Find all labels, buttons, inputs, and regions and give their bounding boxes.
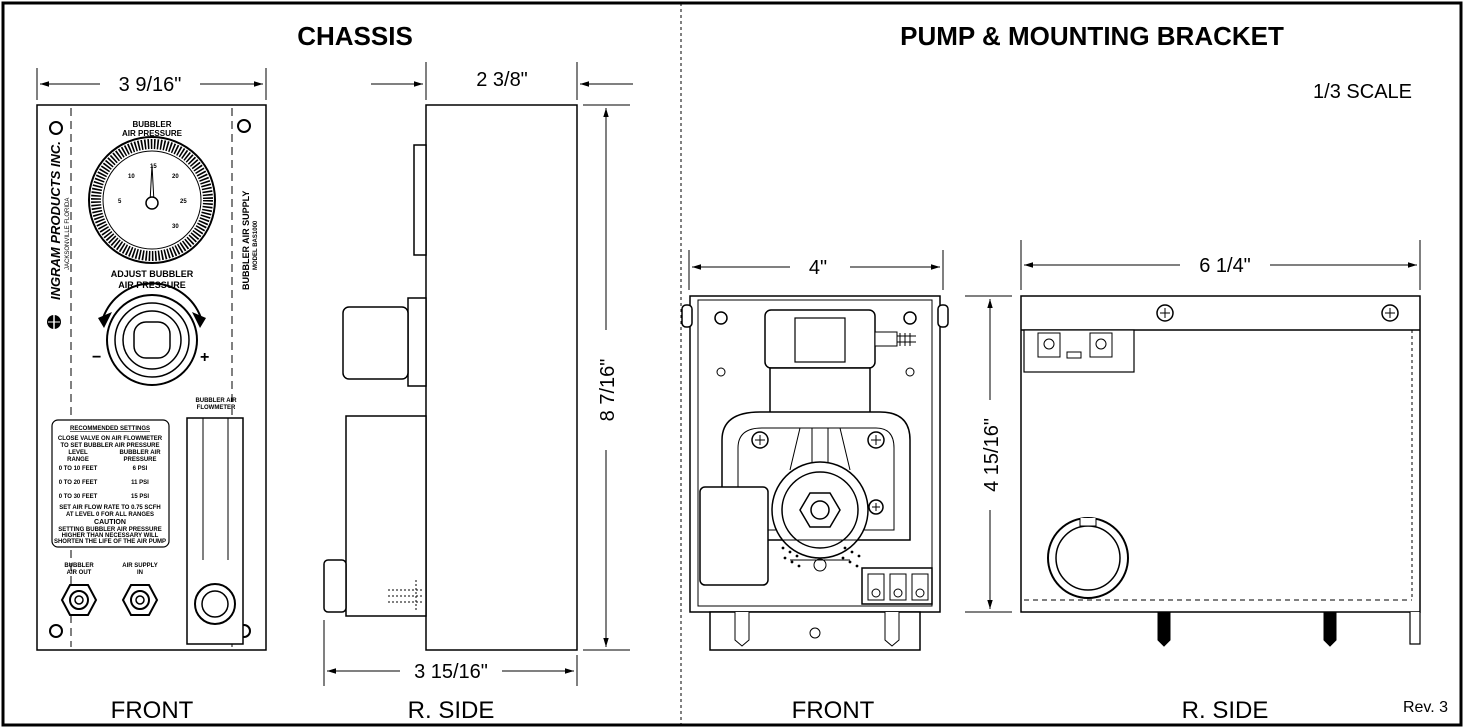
svg-text:SHORTEN THE LIFE OF THE AIR PU: SHORTEN THE LIFE OF THE AIR PUMP (54, 539, 166, 545)
svg-text:SETTING BUBBLER AIR PRESSURE: SETTING BUBBLER AIR PRESSURE (58, 527, 161, 533)
svg-text:10: 10 (128, 174, 135, 180)
svg-text:CLOSE VALVE ON AIR FLOWMETER: CLOSE VALVE ON AIR FLOWMETER (58, 436, 163, 442)
company-logo-icon (47, 315, 61, 329)
chassis-front-view: 3 9/16" BUBBLER AIR PRESSURE 5 10 15 20 … (36, 68, 267, 724)
svg-text:IN: IN (137, 570, 143, 576)
chassis-depth-dim: 3 15/16" (414, 661, 488, 683)
svg-text:RECOMMENDED SETTINGS: RECOMMENDED SETTINGS (70, 426, 150, 432)
air-out-port: BUBBLER AIR OUT (60, 563, 98, 616)
revision-label: Rev. 3 (1403, 699, 1448, 716)
svg-text:HIGHER THAN NECESSARY WILL: HIGHER THAN NECESSARY WILL (62, 533, 159, 539)
company-name: INGRAM PRODUCTS INC. (48, 141, 63, 300)
pump-side-view: 4 15/16" 6 1/4" R. SIDE (965, 240, 1421, 724)
svg-text:25: 25 (180, 199, 187, 205)
air-flowmeter: BUBBLER AIR FLOWMETER (186, 398, 244, 645)
svg-text:0 TO 10 FEET: 0 TO 10 FEET (59, 466, 98, 472)
pump-front-label: FRONT (792, 697, 875, 724)
product-name: BUBBLER AIR SUPPLY (241, 191, 251, 290)
svg-text:AIR OUT: AIR OUT (67, 570, 92, 576)
svg-text:0 TO 20 FEET: 0 TO 20 FEET (59, 480, 98, 486)
svg-text:AT LEVEL 0 FOR ALL RANGES: AT LEVEL 0 FOR ALL RANGES (66, 512, 154, 518)
chassis-side-label: R. SIDE (408, 697, 495, 724)
chassis-side-view: 2 3/8" 8 7/16" 3 15/16" R. SIDE (323, 62, 633, 724)
pump-front-view: 4" (681, 250, 949, 724)
pump-width-dim: 4" (809, 257, 827, 279)
pump-title: PUMP & MOUNTING BRACKET (900, 21, 1284, 51)
svg-text:11 PSI: 11 PSI (131, 480, 149, 486)
svg-text:BUBBLER: BUBBLER (64, 563, 94, 569)
chassis-width-dim: 3 9/16" (119, 74, 182, 96)
svg-text:5: 5 (118, 199, 122, 205)
svg-text:RANGE: RANGE (67, 457, 89, 463)
svg-text:+: + (200, 349, 209, 366)
company-city: JACKSONVILLE FLORIDA (65, 198, 71, 270)
svg-text:AIR SUPPLY: AIR SUPPLY (122, 563, 157, 569)
pump-side-label: R. SIDE (1182, 697, 1269, 724)
svg-text:−: − (92, 349, 101, 366)
pump-depth-dim: 6 1/4" (1199, 255, 1251, 277)
pressure-gauge: 5 10 15 20 25 30 (88, 136, 216, 264)
svg-text:TO SET BUBBLER AIR PRESSURE: TO SET BUBBLER AIR PRESSURE (60, 443, 159, 449)
scale-label: 1/3 SCALE (1313, 81, 1412, 103)
svg-text:CAUTION: CAUTION (94, 519, 126, 526)
adjust-label-2: AIR PRESSURE (118, 280, 186, 290)
adjust-label: ADJUST BUBBLER (111, 269, 194, 279)
chassis-height-dim: 8 7/16" (597, 359, 619, 422)
pump-height-dim: 4 15/16" (981, 418, 1003, 492)
recommended-settings-label: RECOMMENDED SETTINGS CLOSE VALVE ON AIR … (51, 419, 170, 548)
svg-text:0 TO 30 FEET: 0 TO 30 FEET (59, 494, 98, 500)
svg-text:BUBBLER AIR: BUBBLER AIR (119, 450, 161, 456)
svg-text:SET AIR FLOW RATE TO 0.75 SCFH: SET AIR FLOW RATE TO 0.75 SCFH (59, 505, 161, 511)
svg-text:BUBBLER AIR: BUBBLER AIR (195, 398, 237, 404)
svg-text:FLOWMETER: FLOWMETER (197, 405, 236, 411)
product-model: MODEL BAS1000 (253, 220, 259, 270)
svg-text:15 PSI: 15 PSI (131, 494, 149, 500)
svg-text:LEVEL: LEVEL (68, 450, 88, 456)
svg-text:15: 15 (150, 164, 157, 170)
chassis-side-width-dim: 2 3/8" (476, 69, 528, 91)
svg-text:20: 20 (172, 174, 179, 180)
gauge-label: BUBBLER (132, 120, 171, 129)
svg-text:PRESSURE: PRESSURE (123, 457, 156, 463)
svg-text:6 PSI: 6 PSI (133, 466, 148, 472)
air-supply-in-port: AIR SUPPLY IN (121, 563, 159, 616)
pressure-adjust-knob: − + (92, 282, 209, 386)
chassis-title: CHASSIS (297, 21, 413, 51)
terminal-strip (861, 567, 933, 605)
svg-text:30: 30 (172, 224, 179, 230)
chassis-front-label: FRONT (111, 697, 194, 724)
gauge-label-2: AIR PRESSURE (122, 129, 183, 138)
